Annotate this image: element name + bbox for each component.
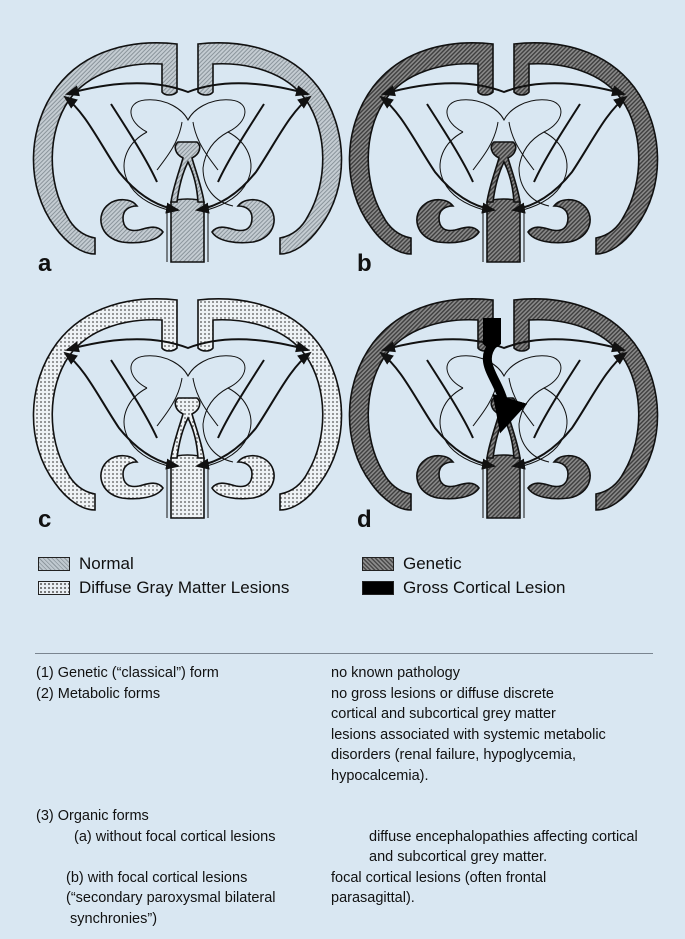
divider: [35, 653, 653, 654]
row3-left: (3) Organic forms: [36, 806, 331, 827]
legend-item-genetic: Genetic: [362, 552, 566, 576]
row3b-left-line: synchronies”): [36, 909, 331, 930]
row3a-left: (a) without focal cortical lesions: [36, 827, 369, 868]
panel-c: [33, 299, 341, 518]
row3a-right: diffuse encephalopathies affecting corti…: [369, 827, 666, 868]
table-row: (1) Genetic (“classical”) form no known …: [36, 663, 666, 684]
row3b-left-line: (“secondary paroxysmal bilateral: [36, 888, 331, 909]
legend-item-diffuse: Diffuse Gray Matter Lesions: [38, 576, 289, 600]
table-row: (2) Metabolic forms no gross lesions or …: [36, 684, 666, 787]
table-row: (3) Organic forms: [36, 806, 666, 827]
row3b-right-line: parasagittal).: [331, 888, 666, 909]
row3a-right-line: and subcortical grey matter.: [369, 847, 666, 868]
table-row: (a) without focal cortical lesions diffu…: [36, 827, 666, 868]
row1-left: (1) Genetic (“classical”) form: [36, 663, 331, 684]
legend-label-gross: Gross Cortical Lesion: [403, 578, 566, 598]
legend-left: Normal Diffuse Gray Matter Lesions: [38, 552, 289, 600]
table-row: (b) with focal cortical lesions (“second…: [36, 868, 666, 930]
legend-label-diffuse: Diffuse Gray Matter Lesions: [79, 578, 289, 598]
row3a-right-line: diffuse encephalopathies affecting corti…: [369, 827, 666, 848]
row2-left: (2) Metabolic forms: [36, 684, 331, 787]
legend-item-normal: Normal: [38, 552, 289, 576]
legend-label-normal: Normal: [79, 554, 134, 574]
panel-b-letter: b: [357, 250, 372, 278]
diffuse-swatch: [38, 581, 70, 595]
row2-right-line: lesions associated with systemic metabol…: [331, 725, 666, 746]
legend-item-gross: Gross Cortical Lesion: [362, 576, 566, 600]
gross-swatch: [362, 581, 394, 595]
panel-a: [33, 43, 341, 262]
genetic-swatch: [362, 557, 394, 571]
row3b-right: focal cortical lesions (often frontal pa…: [331, 868, 666, 930]
row3b-left-line: (b) with focal cortical lesions: [36, 868, 331, 889]
row2-right-line: cortical and subcortical grey matter: [331, 704, 666, 725]
panel-c-letter: c: [38, 506, 51, 534]
row3b-right-line: focal cortical lesions (often frontal: [331, 868, 666, 889]
panel-b: [349, 43, 657, 262]
panel-d-letter: d: [357, 506, 372, 534]
normal-swatch: [38, 557, 70, 571]
panel-d: [349, 299, 657, 518]
brain-diagrams: [0, 0, 685, 540]
row2-right-line: no gross lesions or diffuse discrete: [331, 684, 666, 705]
row2-right-line: hypocalcemia).: [331, 766, 666, 787]
row1-right: no known pathology: [331, 663, 666, 684]
legend-label-genetic: Genetic: [403, 554, 462, 574]
classification-table: (1) Genetic (“classical”) form no known …: [36, 663, 666, 929]
panel-a-letter: a: [38, 250, 51, 278]
row2-right-line: disorders (renal failure, hypoglycemia,: [331, 745, 666, 766]
row2-right: no gross lesions or diffuse discrete cor…: [331, 684, 666, 787]
row3b-left: (b) with focal cortical lesions (“second…: [36, 868, 331, 930]
legend-right: Genetic Gross Cortical Lesion: [362, 552, 566, 600]
